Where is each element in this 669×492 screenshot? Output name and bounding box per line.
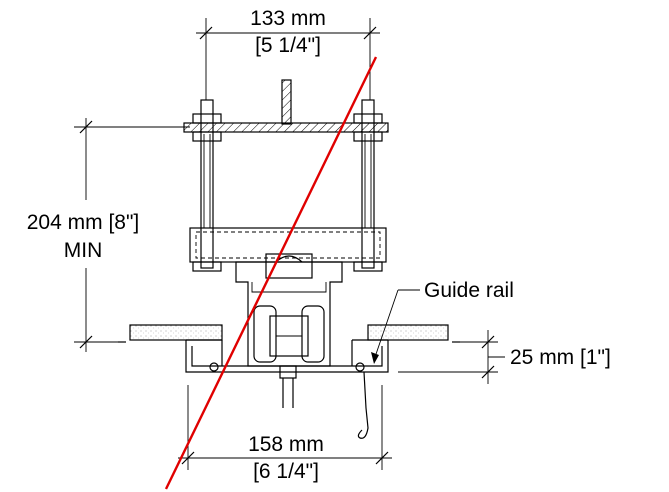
section-cut-line <box>164 56 378 490</box>
height-min-label: MIN <box>64 239 103 262</box>
bottom-width-dimension: 158 mm [6 1/4"] <box>178 385 392 483</box>
bottom-width-mm-label: 158 mm <box>248 433 324 456</box>
guide-rail-channel <box>185 339 389 439</box>
height-mm-label: 204 mm [8"] <box>27 211 140 234</box>
gap-label: 25 mm [1"] <box>510 346 611 369</box>
ceiling-boards <box>118 324 460 343</box>
guide-rail-callout: Guide rail <box>371 279 514 364</box>
top-width-inch-label: [5 1/4"] <box>255 34 321 57</box>
top-width-dimension: 133 mm [5 1/4"] <box>196 7 380 100</box>
guide-rail-label: Guide rail <box>424 279 514 302</box>
bottom-width-inch-label: [6 1/4"] <box>253 460 319 483</box>
trolley-carriage <box>235 253 343 408</box>
clamp-plate <box>189 227 387 263</box>
height-dimension: 204 mm [8"] MIN <box>27 118 190 352</box>
gap-dimension: 25 mm [1"] <box>398 330 611 384</box>
top-width-mm-label: 133 mm <box>250 7 326 30</box>
top-mounting-plate <box>183 79 389 133</box>
